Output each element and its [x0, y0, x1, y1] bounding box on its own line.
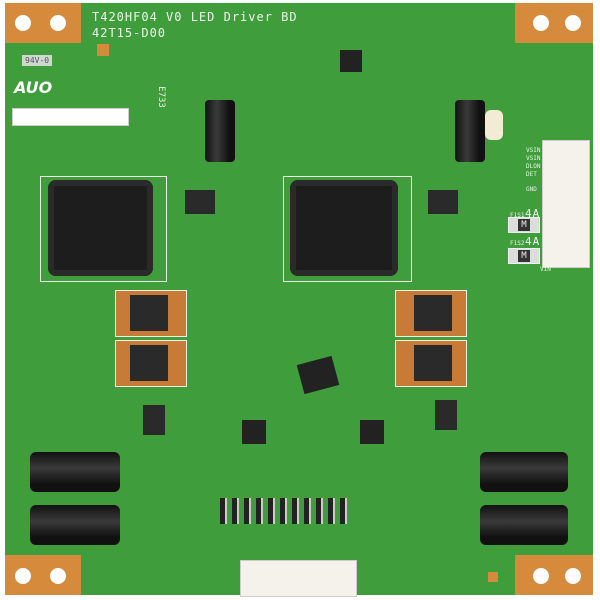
inductor-center [290, 180, 398, 276]
pin-label: VSIN [526, 155, 541, 162]
mosfet [115, 340, 187, 387]
fuse-ref: F1S1 [510, 212, 525, 219]
electrolytic-capacitor [30, 452, 120, 492]
mosfet [395, 290, 467, 337]
diode [143, 405, 165, 435]
test-pad [97, 44, 109, 56]
fuse-ref: F1S2 [510, 240, 525, 247]
output-connector [240, 560, 357, 597]
inductor-outline-left [40, 176, 167, 282]
pin-label: GND [526, 186, 537, 193]
electrolytic-capacitor [30, 505, 120, 545]
mosfet [395, 340, 467, 387]
pin-label: DLON [526, 163, 541, 170]
pcb-board [5, 3, 593, 595]
electrolytic-capacitor [205, 100, 235, 162]
diode [185, 190, 215, 214]
board-title: T420HF04 V0 LED Driver BD [92, 10, 298, 24]
fuse-rating: 4A [525, 235, 541, 248]
pin-label: VIN [540, 266, 551, 273]
fuse-rating: 4A [525, 207, 541, 220]
diode [428, 190, 458, 214]
mosfet [115, 290, 187, 337]
fuse: M [508, 217, 540, 233]
resistor-array [220, 498, 350, 524]
silkscreen-code: E733 [155, 86, 166, 108]
ic-chip [340, 50, 362, 72]
electrolytic-capacitor [480, 505, 568, 545]
inductor-outline-center [283, 176, 412, 282]
mounting-pad-top-right [515, 3, 593, 43]
inductor-left [48, 180, 153, 276]
pin-label: VSIN [526, 147, 541, 154]
pin-label: DET [526, 171, 537, 178]
test-pad [488, 572, 498, 582]
barcode-label [12, 108, 129, 126]
glue-blob [485, 110, 503, 140]
ic-chip [360, 420, 384, 444]
mounting-pad-bottom-left [5, 555, 81, 595]
input-connector [542, 140, 590, 268]
cert-label: 94V-0 [22, 55, 53, 66]
electrolytic-capacitor [480, 452, 568, 492]
ic-chip [242, 420, 266, 444]
diode [435, 400, 457, 430]
mounting-pad-bottom-right [515, 555, 593, 595]
mounting-pad-top-left [5, 3, 81, 43]
board-part-number: 42T15-D00 [92, 26, 167, 40]
auo-logo: AUO [14, 78, 53, 97]
fuse: M [508, 248, 540, 264]
electrolytic-capacitor [455, 100, 485, 162]
